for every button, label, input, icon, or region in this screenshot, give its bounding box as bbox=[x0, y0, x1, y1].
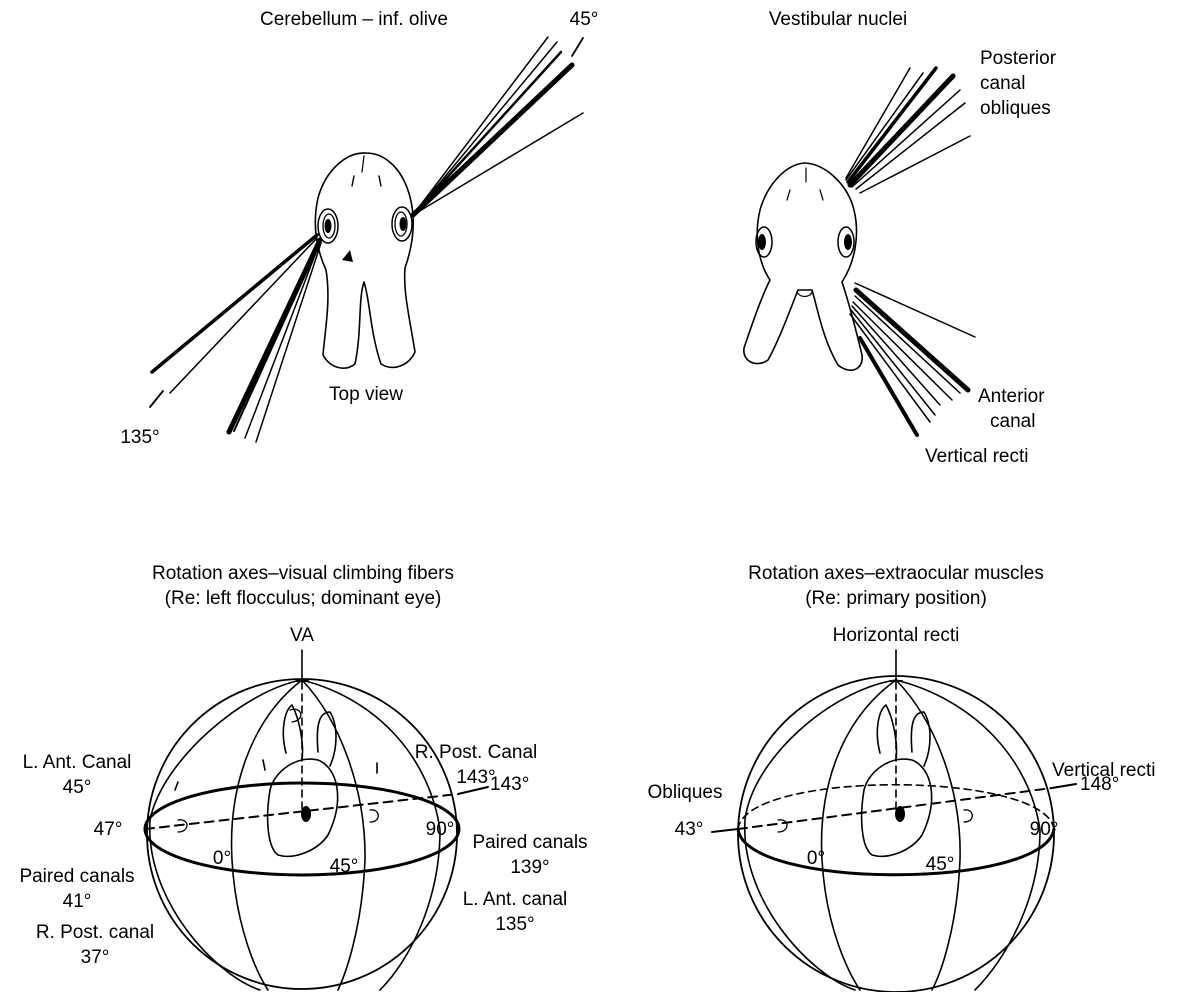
panel-extraocular-muscles: Rotation axes–extraocular muscles (Re: p… bbox=[648, 563, 1156, 992]
angle-45-dash bbox=[572, 38, 583, 56]
tick-45-right: 45° bbox=[926, 854, 955, 875]
right-eye-pupil bbox=[400, 217, 407, 231]
angle-135-dash bbox=[150, 391, 163, 407]
vertical-recti-top-label: Vertical recti bbox=[925, 446, 1028, 467]
subtitle-climbing-fibers: (Re: left flocculus; dominant eye) bbox=[165, 588, 442, 609]
paired-canals-left-angle: 41° bbox=[63, 891, 92, 912]
posterior-canal-rays bbox=[846, 68, 970, 193]
l-ant-canal-top-label: L. Ant. Canal bbox=[23, 752, 132, 773]
rabbit-head-front-view bbox=[744, 163, 862, 370]
va-label: VA bbox=[290, 625, 314, 646]
panel-cerebellum-top-view: Cerebellum – inf. olive 45° 135° bbox=[120, 9, 598, 448]
climbing-fiber-rays-lower bbox=[150, 235, 321, 442]
triangle-marker bbox=[342, 250, 353, 262]
angle-135-label: 135° bbox=[120, 427, 159, 448]
l-ant-canal-bottom-angle: 135° bbox=[495, 914, 534, 935]
anterior-label: Anterior bbox=[978, 386, 1045, 407]
axis-left-43-label: 43° bbox=[675, 819, 704, 840]
tick-90-right: 90° bbox=[1030, 819, 1059, 840]
horizontal-recti-label: Horizontal recti bbox=[833, 625, 960, 646]
axis-left-label: 47° bbox=[94, 819, 123, 840]
l-ant-canal-bottom-label: L. Ant. canal bbox=[463, 889, 568, 910]
obliques-label: Obliques bbox=[648, 782, 723, 803]
tick-45-left: 45° bbox=[330, 856, 359, 877]
canal-label: canal bbox=[980, 73, 1025, 94]
panel-vestibular-nuclei: Vestibular nuclei Posterior canal obliqu… bbox=[744, 9, 1057, 467]
paired-canals-left-label: Paired canals bbox=[19, 866, 134, 887]
title-climbing-fibers: Rotation axes–visual climbing fibers bbox=[152, 563, 454, 584]
left-eye-pupil bbox=[325, 219, 332, 233]
axis-right-148-label: 148° bbox=[1080, 774, 1119, 795]
posterior-label: Posterior bbox=[980, 48, 1057, 69]
tick-90-left: 90° bbox=[426, 819, 455, 840]
title-vestibular: Vestibular nuclei bbox=[769, 9, 907, 30]
paired-canals-right-angle: 139° bbox=[510, 857, 549, 878]
r-post-canal-top-label: R. Post. Canal bbox=[415, 742, 538, 763]
anterior-canal-label: canal bbox=[990, 411, 1035, 432]
r-post-canal-bottom-label: R. Post. canal bbox=[36, 922, 154, 943]
r-post-canal-bottom-angle: 37° bbox=[81, 947, 110, 968]
obliques-label-top: obliques bbox=[980, 98, 1051, 119]
sphere-right bbox=[712, 650, 1076, 992]
rabbit-head-top-view bbox=[315, 153, 415, 368]
axis-right-label: 143° bbox=[490, 774, 529, 795]
title-cerebellum: Cerebellum – inf. olive bbox=[260, 9, 448, 30]
subtitle-extraocular: (Re: primary position) bbox=[805, 588, 987, 609]
axis-dashed-right bbox=[738, 788, 1052, 829]
top-view-label: Top view bbox=[329, 384, 403, 405]
title-extraocular: Rotation axes–extraocular muscles bbox=[748, 563, 1044, 584]
paired-canals-right-label: Paired canals bbox=[472, 832, 587, 853]
angle-45-label: 45° bbox=[570, 9, 599, 30]
panel-visual-climbing-fibers: Rotation axes–visual climbing fibers (Re… bbox=[19, 563, 587, 990]
climbing-fiber-rays-upper bbox=[413, 37, 583, 215]
l-ant-canal-top-angle: 45° bbox=[63, 777, 92, 798]
anterior-canal-rays bbox=[850, 283, 975, 435]
tick-0-right: 0° bbox=[807, 848, 825, 869]
tick-0-left: 0° bbox=[213, 848, 231, 869]
